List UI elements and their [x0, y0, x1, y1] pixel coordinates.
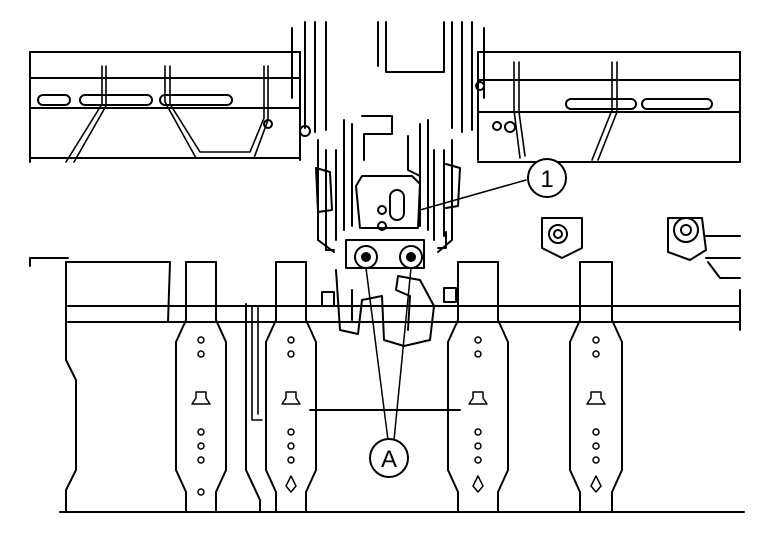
callout-circle-1	[527, 158, 567, 198]
rib-holes	[191, 336, 606, 496]
wire-hangers	[65, 61, 618, 163]
lower-rails	[29, 257, 741, 411]
upper-frame-left	[29, 51, 301, 163]
floor-ribs	[59, 261, 745, 513]
callout-label-1: 1	[540, 166, 553, 193]
seat-track-mechanism	[315, 115, 461, 347]
leader-lines	[365, 179, 527, 441]
linkage-rod	[251, 305, 263, 421]
callout-circle-a	[369, 438, 409, 478]
callout-label-a: A	[381, 446, 397, 473]
central-column	[291, 21, 485, 133]
side-brackets	[541, 217, 741, 279]
fastener-bolts-a	[354, 245, 423, 269]
upper-frame-right	[477, 51, 741, 163]
